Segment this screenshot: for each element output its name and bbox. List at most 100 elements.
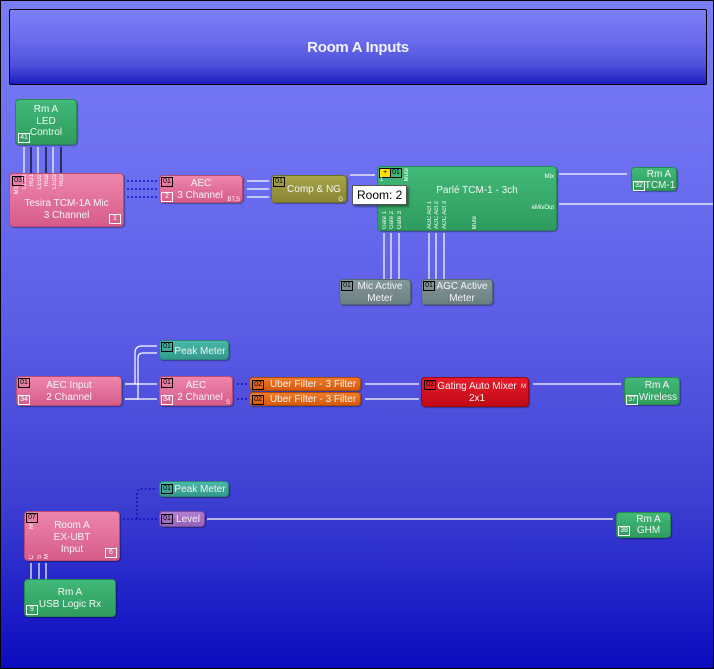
gating-line1: Gating Auto Mixer: [437, 381, 517, 392]
parle-pin: Gate 3: [397, 210, 403, 229]
mic-meter-line1: Mic Active: [357, 281, 403, 292]
page-title: Room A Inputs: [307, 38, 409, 56]
aec3-line1: AEC: [190, 178, 212, 189]
aec-comp-wires: [247, 173, 713, 279]
peak2-label: Peak Meter: [174, 484, 226, 495]
usb-line1: Rm A: [57, 587, 83, 598]
gating-suffix: M: [521, 384, 526, 390]
level-block[interactable]: 01 Level: [159, 511, 205, 527]
uber-filter-block-1[interactable]: 02 Uber Filter - 3 Filter: [249, 377, 361, 391]
uber-filter-block-2[interactable]: 02 Uber Filter - 3 Filter: [249, 392, 361, 406]
agc-active-meter-block[interactable]: 01 AGC Active Meter: [421, 279, 493, 305]
aec-input-block[interactable]: 01 AEC Input 2 Channel 34: [16, 376, 122, 406]
usb-logic-rx-block[interactable]: Rm A USB Logic Rx 9: [24, 579, 116, 617]
agc-meter-badge: 01: [423, 281, 435, 291]
led-id-badge: 41: [18, 133, 30, 143]
aec2-suffix: S: [225, 400, 230, 406]
exubt-pin: C: [29, 554, 35, 559]
parle-pin: AGC Act 3: [442, 200, 448, 229]
peak-meter-block-2[interactable]: 01 Peak Meter: [159, 481, 229, 497]
aec-2ch-block[interactable]: 01 AEC 2 Channel 34 S: [159, 376, 233, 406]
ghm-line2: GHM: [636, 525, 661, 536]
led-control-block[interactable]: Rm A LED Control 41: [15, 99, 77, 145]
tcm1a-id-badge: 1: [109, 214, 121, 224]
aec2-badge: 01: [161, 378, 173, 388]
exubt-pin: S: [37, 554, 43, 559]
usb-line2: USB Logic Rx: [38, 599, 102, 610]
tcm1a-pin: LED1: [22, 174, 28, 190]
aec-input-id: 34: [18, 395, 30, 405]
aec3-line2: 3 Channel: [177, 190, 223, 201]
exubt-input-block[interactable]: 07 M Room A EX-UBT Input C S M 6: [24, 511, 120, 561]
peak1-label: Peak Meter: [174, 346, 226, 357]
rm-tcm1-id: 32: [633, 181, 645, 191]
comp-badge: 01: [273, 177, 285, 187]
tcm1a-pin: LED2: [37, 174, 43, 190]
tcm1a-mic-block[interactable]: 03 M1 LED1 RG1 LED2 RG2 LED3 RG3 Tesira …: [9, 173, 124, 227]
usb-id: 9: [26, 605, 38, 615]
parle-pin: AGC Act 2: [434, 200, 440, 229]
comp-ng-block[interactable]: 01 Comp & NG G: [271, 175, 347, 203]
parle-out-emix: eMixOut: [531, 205, 554, 211]
exubt-line3: Input: [60, 544, 84, 555]
tcm1a-pin: RG2: [44, 174, 50, 187]
rm-tcm1-line2: TCM-1: [644, 180, 676, 191]
rm-tcm1-block[interactable]: Rm A TCM-1 32: [631, 167, 677, 191]
title-banner: Room A Inputs: [9, 9, 707, 85]
mic-meter-line2: Meter: [367, 293, 393, 304]
tcm1a-pin: RG1: [29, 174, 35, 187]
aec3-badge: 01: [161, 177, 173, 187]
row2-wires: [125, 345, 621, 400]
rm-tcm1-line1: Rm A: [646, 169, 672, 180]
parle-pin: AGC Act 1: [427, 200, 433, 229]
parle-label: Parlé TCM-1 - 3ch: [436, 185, 518, 196]
parle-pin: Gate 2: [389, 210, 395, 229]
aec-3ch-block[interactable]: 01 AEC 3 Channel 2 BT,S: [159, 175, 243, 203]
uber1-badge: 02: [252, 380, 264, 390]
tcm-aec-wires: [127, 180, 157, 198]
rm-wireless-block[interactable]: Rm A Wireless 37: [624, 377, 680, 405]
parle-pin: Gate 1: [382, 210, 388, 229]
aec2-line1: AEC: [185, 380, 207, 391]
ghm-line1: Rm A: [636, 514, 661, 525]
wireless-id: 37: [626, 395, 638, 405]
parle-out-mix: Mix: [544, 174, 554, 180]
uber2-badge: 02: [252, 395, 264, 405]
parle-in-pin: 1: [380, 177, 384, 183]
led-wires: [23, 147, 54, 173]
aec2-line2: 2 Channel: [177, 392, 223, 403]
rm-ghm-block[interactable]: Rm A GHM 38: [616, 512, 671, 538]
peak1-badge: 01: [161, 342, 173, 352]
comp-label: Comp & NG: [287, 184, 341, 195]
aec2-uber-wires: [237, 383, 247, 400]
mic-meter-badge: 01: [341, 281, 353, 291]
ghm-id: 38: [618, 526, 630, 536]
wireless-line1: Rm A: [644, 380, 670, 391]
exubt-badge: 07: [26, 513, 38, 523]
parle-badge: 01: [390, 168, 402, 178]
exubt-wires: [123, 488, 157, 520]
exubt-line2: EX-UBT: [53, 532, 91, 543]
gating-badge: 02: [424, 380, 436, 390]
exubt-id: 6: [105, 548, 117, 558]
gating-line2: 2x1: [468, 393, 486, 404]
aec3-suffix: BT,S: [227, 197, 240, 203]
room-tooltip: Room: 2: [352, 185, 408, 205]
exubt-pin: M: [44, 554, 50, 559]
wireless-line2: Wireless: [638, 392, 678, 403]
parle-mute-top: Mute: [404, 168, 410, 182]
aec2-id: 34: [161, 395, 173, 405]
parle-pin: Mute: [472, 215, 478, 229]
tcm1a-pin: LED3: [52, 174, 58, 190]
led-line3: Control: [29, 127, 63, 138]
peak-meter-block-1[interactable]: 01 Peak Meter: [159, 340, 229, 360]
gating-auto-mixer-block[interactable]: 02 Gating Auto Mixer 2x1 M: [421, 377, 529, 407]
tcm1a-line2: 3 Channel: [43, 210, 90, 221]
exubt-line1: Room A: [54, 520, 90, 531]
mic-active-meter-block[interactable]: 01 Mic Active Meter: [339, 279, 411, 305]
led-line1: Rm A: [33, 104, 59, 115]
aec-input-line2: 2 Channel: [46, 392, 92, 403]
agc-meter-line1: AGC Active: [436, 281, 488, 292]
